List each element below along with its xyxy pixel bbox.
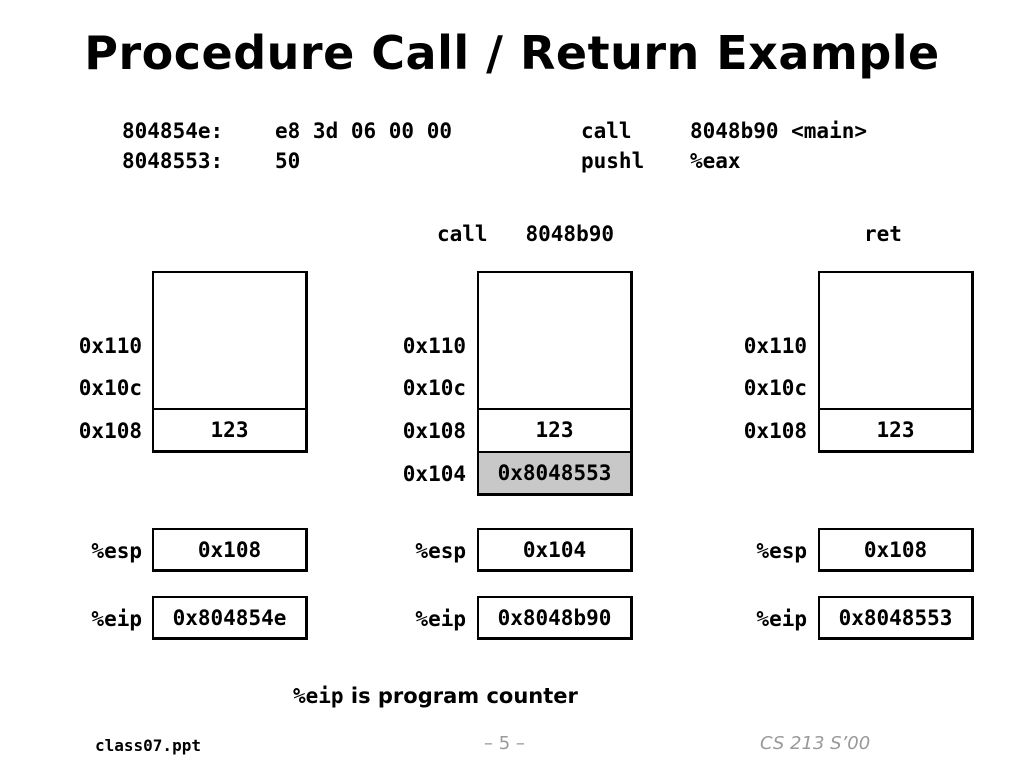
panel-2-header: call 8048b90 [437, 222, 615, 246]
code-op-1: call [581, 119, 632, 143]
esp-register: 0x108 [152, 528, 308, 572]
stack-address: 0x10c [402, 376, 466, 400]
eip-label: %eip [756, 607, 807, 631]
eip-register: 0x804854e [152, 596, 308, 640]
stack-cell: 123 [477, 408, 633, 453]
eip-register: 0x8048b90 [477, 596, 633, 640]
stack-address: 0x10c [78, 376, 142, 400]
stack-empty-region [152, 271, 308, 410]
pc-note: %eip is program counter [285, 666, 578, 708]
code-bytes-2: 50 [275, 149, 301, 173]
stack-address: 0x108 [78, 419, 142, 443]
stack-address: 0x104 [402, 462, 466, 486]
eip-register-highlighted: 0x8048553 [818, 596, 974, 640]
stack-address: 0x108 [402, 419, 466, 443]
esp-label: %esp [415, 539, 466, 563]
footer-course: CS 213 S’00 [760, 733, 871, 754]
code-addr-1: 804854e: [122, 119, 224, 143]
footer-page-number: – 5 – [484, 733, 525, 754]
esp-label: %esp [91, 539, 142, 563]
panel-3-header: ret [864, 222, 902, 246]
code-arg-1: 8048b90 <main> [690, 119, 868, 143]
stack-address: 0x110 [78, 334, 142, 358]
stack-address: 0x10c [743, 376, 807, 400]
stack-empty-region [818, 271, 974, 410]
eip-label: %eip [415, 607, 466, 631]
footer-filename: class07.ppt [95, 736, 201, 755]
stack-cell: 123 [818, 408, 974, 453]
esp-label: %esp [756, 539, 807, 563]
stack-address: 0x110 [402, 334, 466, 358]
stack-address: 0x108 [743, 419, 807, 443]
pc-note-reg: %eip [293, 684, 344, 708]
eip-label: %eip [91, 607, 142, 631]
esp-register: 0x108 [818, 528, 974, 572]
pc-note-text: is program counter [343, 684, 578, 708]
code-bytes-1: e8 3d 06 00 00 [275, 119, 453, 143]
stack-address: 0x110 [743, 334, 807, 358]
stack-cell: 123 [152, 408, 308, 453]
code-op-2: pushl [581, 149, 645, 173]
esp-register: 0x104 [477, 528, 633, 572]
code-addr-2: 8048553: [122, 149, 224, 173]
slide-title: Procedure Call / Return Example [84, 26, 940, 80]
stack-cell-return-address: 0x8048553 [477, 451, 633, 496]
code-arg-2: %eax [690, 149, 741, 173]
stack-empty-region [477, 271, 633, 410]
